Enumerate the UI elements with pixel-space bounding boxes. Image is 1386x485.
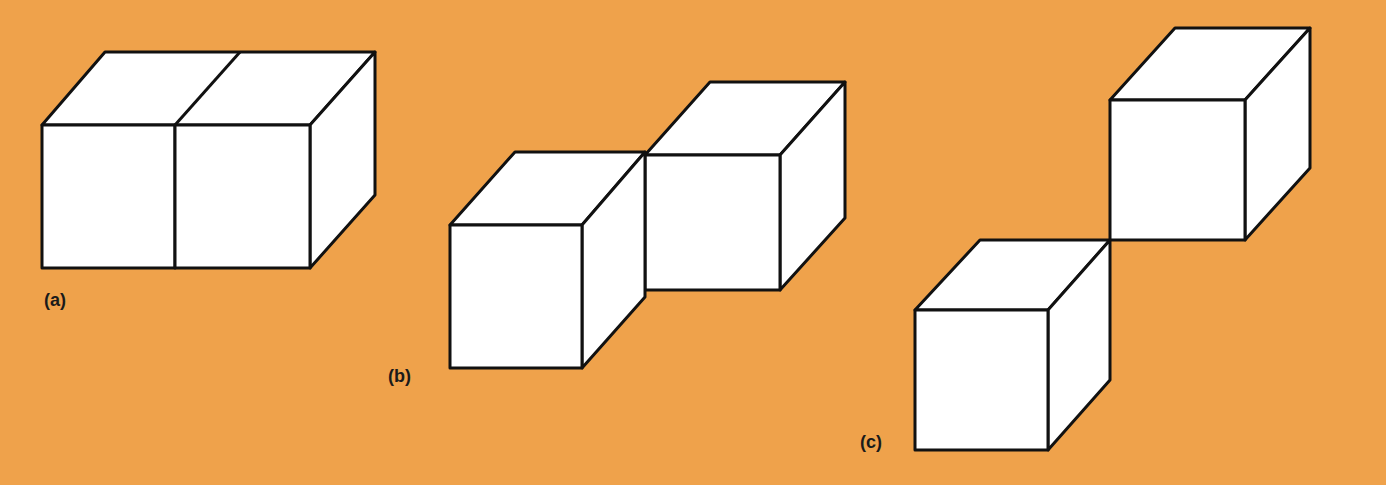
- cube-pair-c: [915, 28, 1310, 450]
- figure-label: (b): [388, 366, 411, 387]
- cube-pair-b: [450, 82, 845, 368]
- figure-label: (c): [860, 432, 882, 453]
- figure-label: (a): [44, 290, 66, 311]
- cube-pair-a: [42, 52, 375, 268]
